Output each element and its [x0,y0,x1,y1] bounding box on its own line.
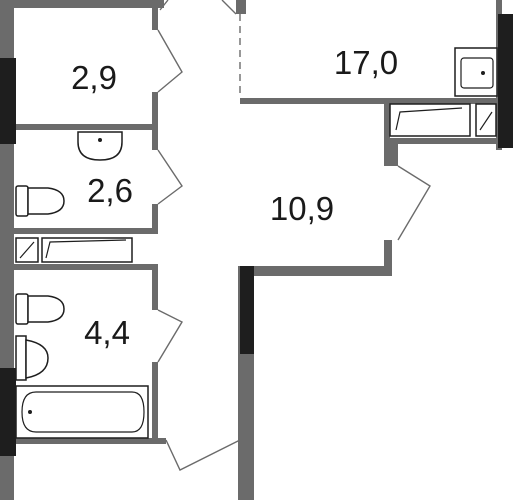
wall-bath-right-lower [152,362,158,444]
wall-hall-right-lower [384,240,392,276]
window-pantry [0,58,16,144]
window-hall [240,266,254,354]
window-bathroom [0,368,16,456]
room-area-hallway: 10,9 [270,190,334,227]
wall-hall-right-upper [384,144,398,166]
wall-duct-bottom [14,264,158,270]
door-pantry [157,29,183,93]
wall-hall-bottom [240,266,392,276]
wall-living-bottom [240,98,390,104]
shaft-icon [15,237,133,263]
kitchen-counter-icon [389,103,497,137]
wall-pantry-right-lower [152,92,158,126]
room-labels: 2,9 17,0 2,6 10,9 4,4 [71,44,398,351]
wall-cabinet-bottom [384,138,502,144]
wall-cabinet-left [384,104,390,144]
window-living-room [498,14,513,148]
wall-pantry-right-upper [152,8,158,30]
door-entrance [165,439,241,471]
washbasin-icon [77,131,123,161]
toilet-icon [15,185,65,217]
door-bathroom [157,309,183,363]
door-hallway [397,165,431,241]
wall-living-right-base [384,98,502,104]
washbasin-side-icon [15,335,49,381]
kitchen-sink-icon [454,47,498,97]
room-area-pantry: 2,9 [71,59,117,96]
wall-pantry-bottom [14,124,158,130]
room-area-living-room: 17,0 [334,44,398,81]
room-area-toilet: 2,6 [87,172,133,209]
room-area-bathroom: 4,4 [84,314,130,351]
wall-toilet-right-lower [152,204,158,234]
door-top-swing [159,0,237,15]
wall-bath-bottom [14,438,166,444]
door-toilet [157,149,183,205]
wall-toilet-right-upper [152,130,158,150]
toilet-icon [15,293,65,325]
doors [157,0,431,471]
fixtures [15,47,498,439]
windows [0,14,513,456]
wall-toilet-bottom [14,228,158,234]
bathtub-icon [15,385,149,439]
wall-bath-right-upper [152,270,158,310]
wall-top-corner [236,0,246,14]
wall-top-stub [14,0,164,8]
